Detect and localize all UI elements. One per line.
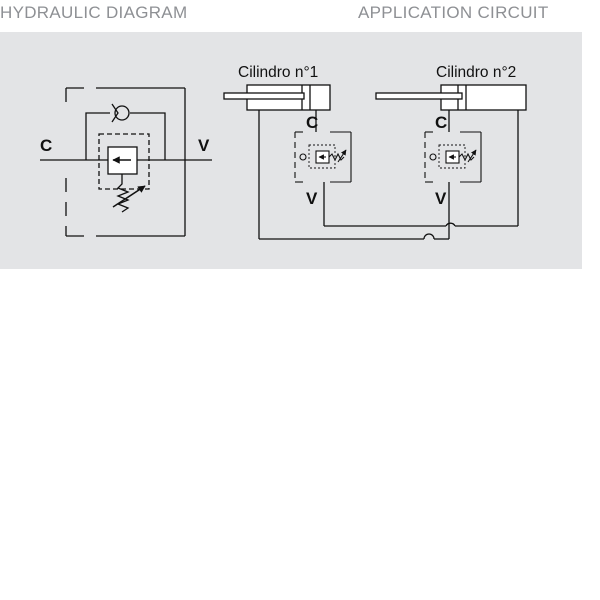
cylinder-2-port-c: C [435, 113, 447, 132]
cylinder-1-port-c: C [306, 113, 318, 132]
cylinder-2-label: Cilindro n°2 [436, 64, 516, 81]
valve-1 [294, 131, 352, 183]
application-circuit-heading: APPLICATION CIRCUIT [358, 3, 549, 22]
cylinder-1 [223, 84, 331, 111]
hydraulic-diagram-heading: HYDRAULIC DIAGRAM [0, 3, 188, 22]
cylinder-1-port-v: V [306, 189, 318, 208]
port-c-label: C [40, 136, 52, 155]
valve-body-outline [65, 87, 186, 237]
port-v-label: V [198, 136, 210, 155]
cylinder-1-label: Cilindro n°1 [238, 64, 318, 81]
circuit-lines [223, 84, 527, 240]
cylinder-2 [375, 84, 527, 111]
cylinder-2-port-v: V [435, 189, 447, 208]
diagram-panel [0, 32, 582, 269]
spring [116, 174, 130, 213]
valve-2 [424, 131, 482, 183]
pilot-dashed-box [98, 133, 150, 190]
valve-symbol [40, 87, 212, 237]
check-valve [85, 103, 166, 160]
